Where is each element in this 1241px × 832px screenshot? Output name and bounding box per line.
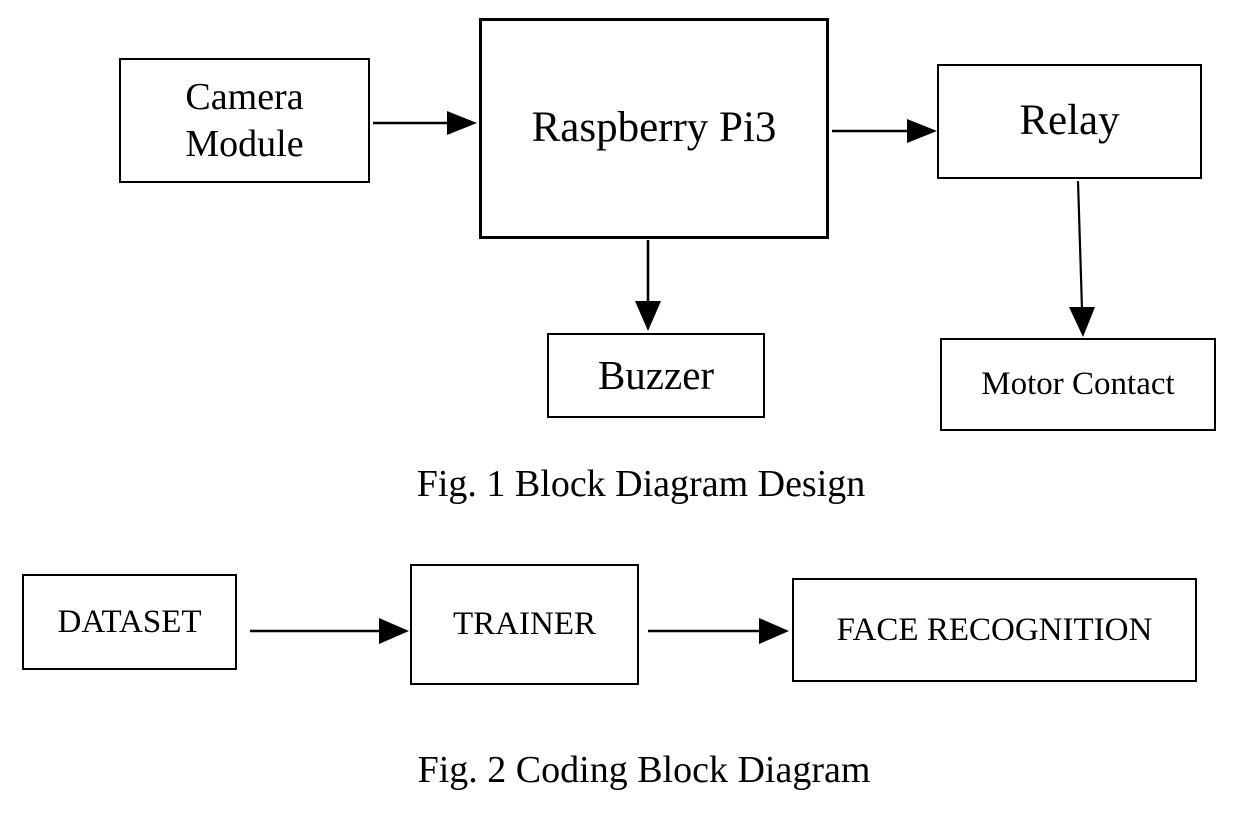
node-dataset: DATASET <box>22 574 237 670</box>
node-motor-contact: Motor Contact <box>940 338 1216 431</box>
node-dataset-label: DATASET <box>57 603 202 640</box>
arrow-relay-to-motor-contact <box>1069 180 1095 337</box>
node-face-recognition-label: FACE RECOGNITION <box>836 611 1153 648</box>
node-raspberry-pi3: Raspberry Pi3 <box>479 18 829 239</box>
arrow-dataset-to-trainer <box>250 618 409 644</box>
node-relay-label: Relay <box>1019 97 1120 145</box>
arrow-raspberry-pi-to-buzzer <box>635 240 661 331</box>
node-relay: Relay <box>937 64 1202 179</box>
figure2-caption: Fig. 2 Coding Block Diagram <box>417 749 871 791</box>
node-trainer-label: TRAINER <box>453 606 596 643</box>
node-buzzer-label: Buzzer <box>597 352 715 399</box>
arrow-trainer-to-face-recognition <box>648 618 789 644</box>
node-trainer: TRAINER <box>410 564 639 685</box>
arrow-raspberry-pi-to-relay <box>832 119 937 143</box>
node-motor-contact-label: Motor Contact <box>981 366 1175 403</box>
node-buzzer: Buzzer <box>547 333 765 418</box>
node-face-recognition: FACE RECOGNITION <box>792 578 1197 682</box>
node-camera-module: Camera Module <box>119 58 370 183</box>
node-camera-module-label: Camera Module <box>185 76 304 165</box>
figure1-caption: Fig. 1 Block Diagram Design <box>416 463 866 505</box>
arrow-camera-to-raspberry-pi <box>373 111 477 135</box>
node-raspberry-pi3-label: Raspberry Pi3 <box>531 104 777 152</box>
